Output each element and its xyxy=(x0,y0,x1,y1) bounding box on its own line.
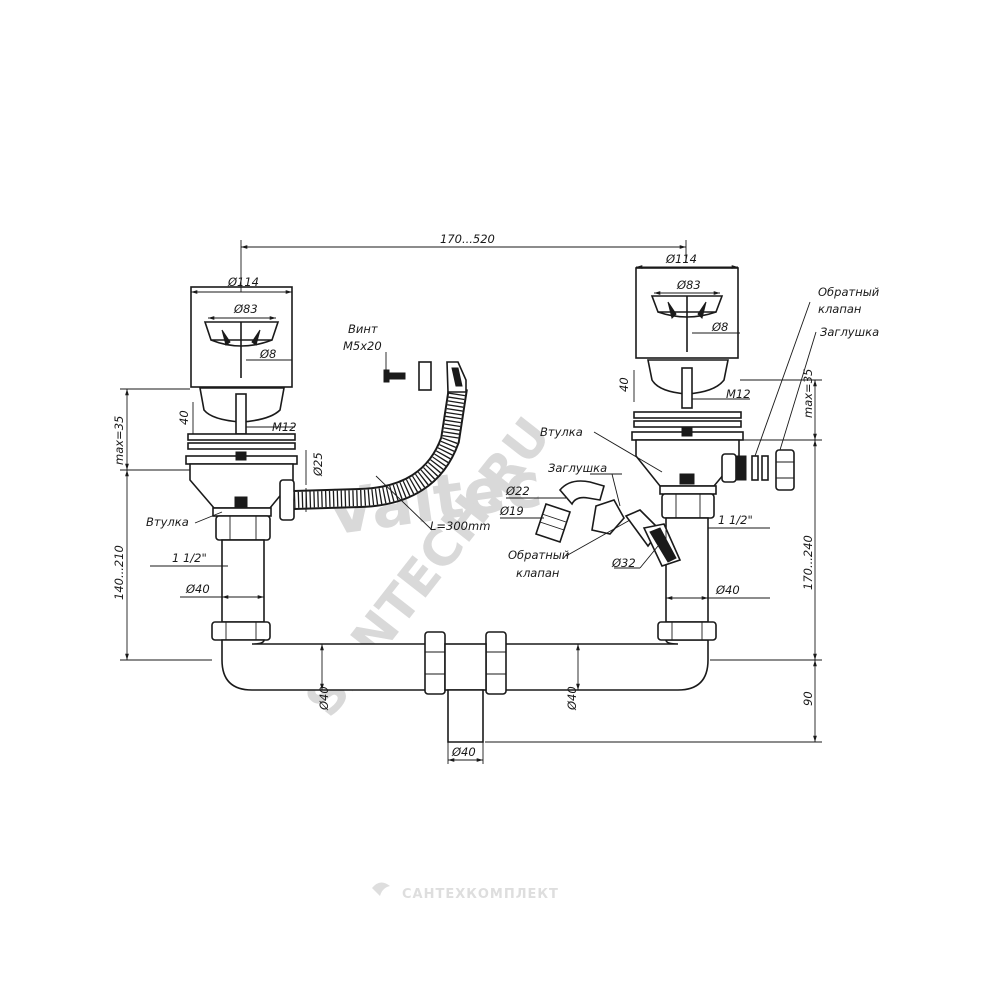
left-strainer: Ø114 Ø83 Ø8 40 M12 xyxy=(177,275,298,641)
left-max35-label: max=35 xyxy=(112,416,126,465)
h90-label: 90 xyxy=(801,691,815,706)
d25-label: Ø25 xyxy=(311,452,325,477)
left-d114-label: Ø114 xyxy=(227,275,259,289)
right-d83-label: Ø83 xyxy=(676,278,701,292)
left-d40-label: Ø40 xyxy=(185,582,210,596)
right-d114-label: Ø114 xyxy=(665,252,697,266)
overflow-assembly: Винт M5x20 xyxy=(343,322,467,393)
left-40-label: 40 xyxy=(177,410,191,425)
check-valve-middle-label-2: клапан xyxy=(516,566,560,580)
pipe-d40-right-label: Ø40 xyxy=(565,686,579,711)
left-m12-label: M12 xyxy=(272,420,297,434)
screw-size-label: M5x20 xyxy=(343,339,382,353)
drain-manifold xyxy=(221,631,709,743)
right-d8-label: Ø8 xyxy=(711,320,728,334)
footer-logo-icon xyxy=(372,882,390,896)
left-d8-label: Ø8 xyxy=(259,347,276,361)
footer-watermark: САНТЕХКОМПЛЕКТ xyxy=(402,887,559,902)
left-annotations: max=35 140...210 Втулка 1 1/2" Ø40 xyxy=(112,388,264,661)
check-valve-right-label-2: клапан xyxy=(818,302,862,316)
left-d83-label: Ø83 xyxy=(233,302,258,316)
right-max35-label: max=35 xyxy=(801,369,815,418)
bottom-annotations: Ø40 Ø40 Ø40 90 xyxy=(317,644,822,764)
right-m12-label: M12 xyxy=(726,387,751,401)
pipe-d40-left-label: Ø40 xyxy=(317,686,331,711)
hose-length-label: L=300mm xyxy=(430,519,490,533)
right-thread-label: 1 1/2" xyxy=(718,513,753,527)
right-d40-label: Ø40 xyxy=(715,583,740,597)
screw-label: Винт xyxy=(348,322,378,336)
check-valve-right-label: Обратный xyxy=(818,285,880,299)
overflow-hose: Ø25 L=300mm xyxy=(293,386,490,533)
check-valve-middle-label: Обратный xyxy=(508,548,570,562)
bushing-left-label: Втулка xyxy=(146,515,189,529)
plug-right-label: Заглушка xyxy=(820,325,879,339)
footer-logo: САНТЕХКОМПЛЕКТ xyxy=(372,882,559,902)
right-40-label: 40 xyxy=(617,377,631,392)
span-dimension: 170...520 xyxy=(240,232,687,292)
left-thread-label: 1 1/2" xyxy=(172,551,207,565)
span-label: 170...520 xyxy=(440,232,495,246)
d22-label: Ø22 xyxy=(505,484,530,498)
right-annotations: max=35 170...240 Втулка 1 1/2" Ø40 Обрат… xyxy=(499,285,880,660)
d32-label: Ø32 xyxy=(611,556,636,570)
bushing-right-label: Втулка xyxy=(540,425,583,439)
left-height-label: 140...210 xyxy=(112,545,126,600)
d19-label: Ø19 xyxy=(499,504,524,518)
outlet-d40-label: Ø40 xyxy=(451,745,476,759)
plug-middle-label: Заглушка xyxy=(548,461,607,475)
right-strainer: Ø114 Ø83 Ø8 40 M12 xyxy=(617,252,751,641)
side-branch xyxy=(534,480,682,567)
right-height-label: 170...240 xyxy=(801,535,815,590)
